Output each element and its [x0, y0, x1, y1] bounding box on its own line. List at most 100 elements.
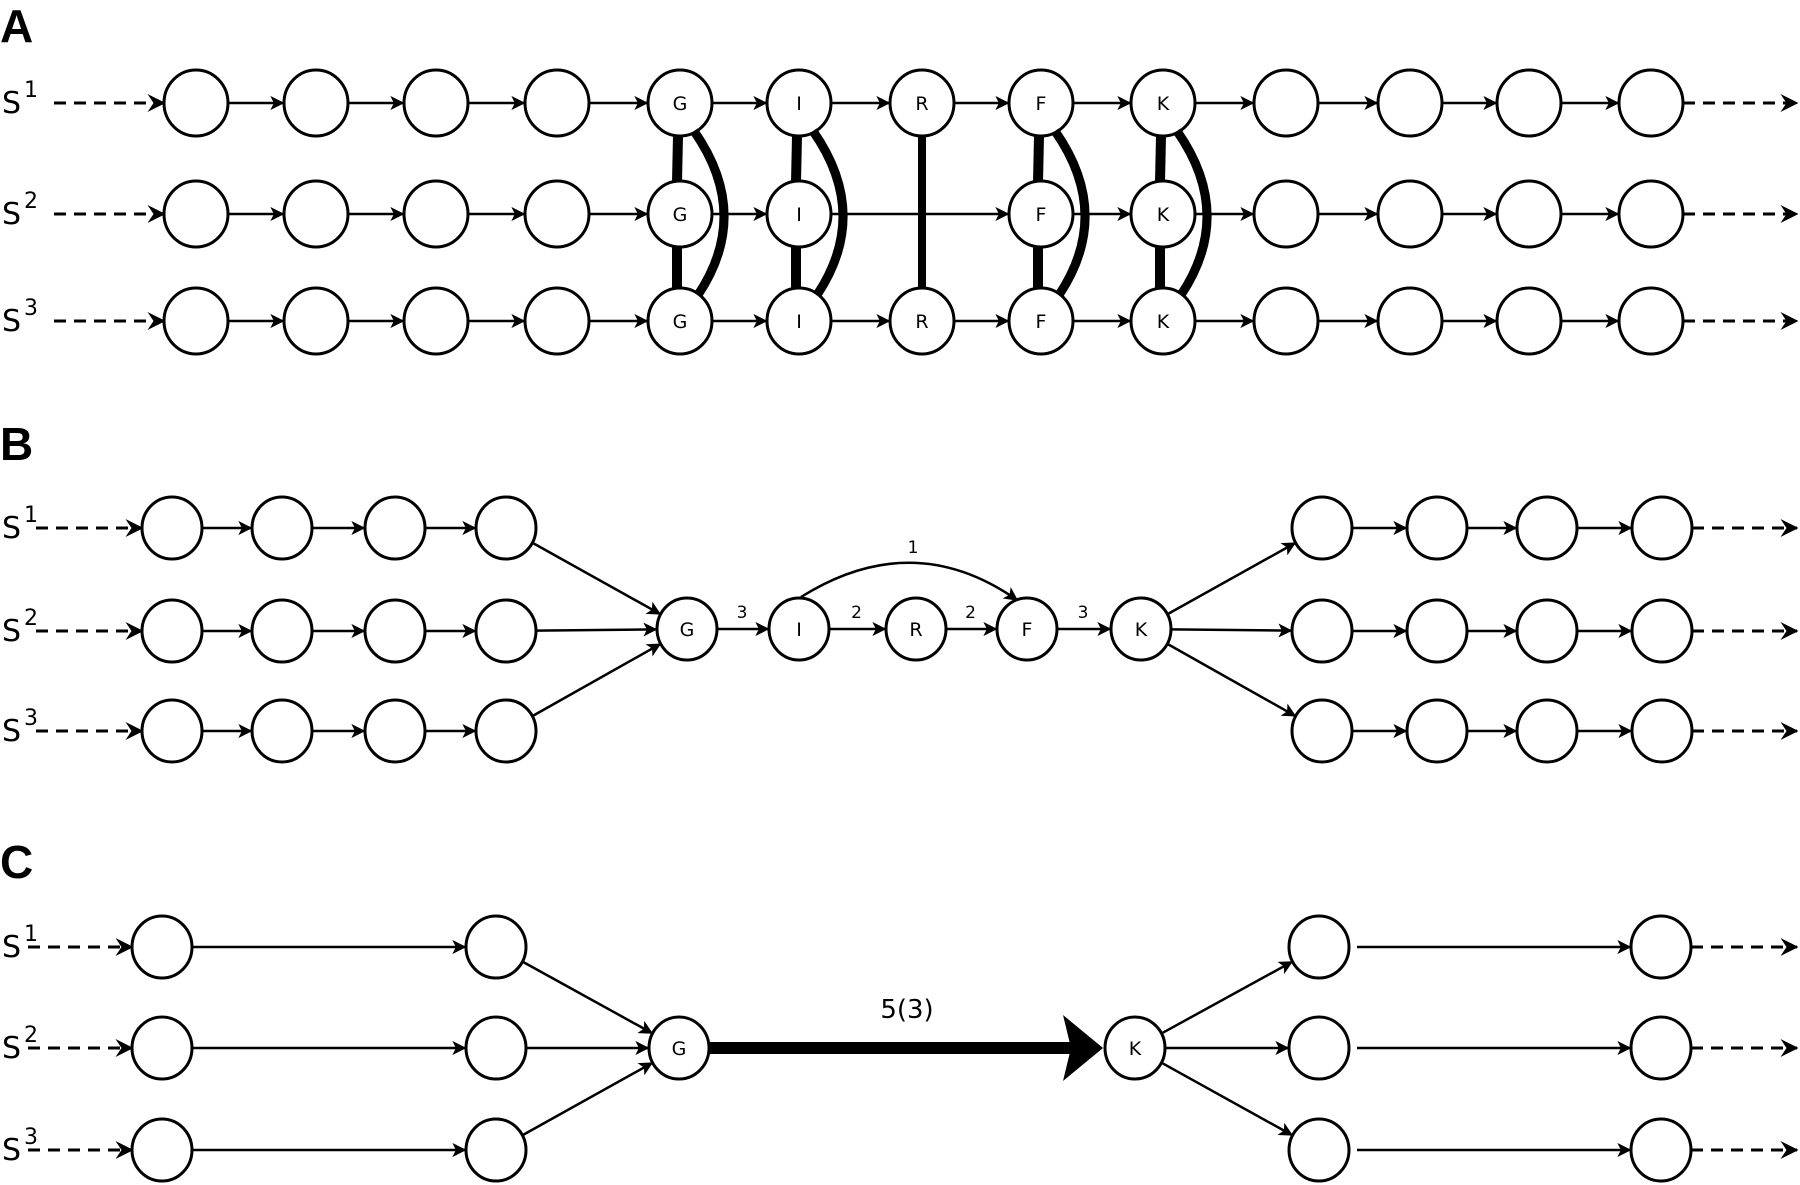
node	[250, 698, 314, 764]
node-label: I	[796, 311, 802, 333]
node-label: F	[1022, 619, 1033, 641]
node-label: I	[796, 619, 802, 641]
node	[282, 68, 350, 138]
node	[1376, 286, 1444, 356]
node-k: K	[1109, 596, 1173, 662]
node	[474, 495, 538, 561]
node	[250, 495, 314, 561]
node	[1405, 598, 1469, 664]
node	[162, 68, 230, 138]
node	[1630, 495, 1694, 561]
node-circle	[1617, 286, 1685, 356]
edge-weight-label: 3	[1078, 603, 1089, 623]
node	[162, 179, 230, 249]
alignment-arc-k-1-3	[1173, 128, 1212, 298]
sequence-name: S	[2, 930, 21, 965]
edge-arrow	[521, 960, 654, 1035]
node-circle	[1376, 179, 1444, 249]
node-circle	[1252, 68, 1320, 138]
node-f: F	[1007, 286, 1075, 356]
node-circle	[767, 596, 831, 662]
sequence-name: S	[2, 714, 21, 749]
node-circle	[282, 68, 350, 138]
node-circle	[363, 698, 427, 764]
node-label: I	[796, 93, 802, 115]
node-circle	[140, 698, 204, 764]
node-circle	[1617, 179, 1685, 249]
node	[1287, 914, 1351, 980]
sequence-name: S	[2, 197, 21, 232]
node-circle	[474, 598, 538, 664]
node	[523, 286, 591, 356]
node-circle	[130, 914, 194, 980]
node	[402, 286, 470, 356]
node-circle	[130, 1117, 194, 1183]
node	[1290, 698, 1354, 764]
node-circle	[1629, 1015, 1693, 1081]
alignment-arc-g-1-3	[690, 128, 729, 298]
node	[464, 1015, 528, 1081]
sequence-index: 2	[24, 189, 38, 214]
sequence-name: S	[2, 86, 21, 121]
node	[140, 698, 204, 764]
node-circle	[1630, 698, 1694, 764]
edge-arrow	[1166, 542, 1297, 616]
node-circle	[1405, 495, 1469, 561]
collapsed-edge-arrowhead	[1063, 1015, 1103, 1081]
node-label: K	[1157, 204, 1170, 226]
node	[1290, 495, 1354, 561]
node-circle	[162, 286, 230, 356]
node	[130, 1015, 194, 1081]
sequence-index: 2	[24, 606, 38, 631]
node-r: R	[884, 596, 948, 662]
node-circle	[1405, 698, 1469, 764]
node-label: R	[915, 311, 928, 333]
node-circle	[464, 1015, 528, 1081]
node	[1376, 179, 1444, 249]
node-g: G	[646, 286, 714, 356]
node-circle	[1515, 698, 1579, 764]
sequence-index: 1	[24, 922, 38, 947]
edge-arrow	[521, 1062, 654, 1137]
edge-weight-label: 2	[965, 603, 976, 623]
node	[1290, 598, 1354, 664]
alignment-bar-k-1-2	[1155, 135, 1166, 183]
node-circle	[1252, 179, 1320, 249]
node	[363, 598, 427, 664]
node	[402, 68, 470, 138]
node-circle	[1007, 68, 1075, 138]
edge-weight-label: 3	[737, 603, 748, 623]
sequence-index: 1	[24, 78, 38, 103]
node	[1287, 1117, 1351, 1183]
skip-edge-arc	[800, 561, 1019, 602]
node-circle	[1287, 1117, 1351, 1183]
node	[1515, 698, 1579, 764]
node-circle	[1290, 598, 1354, 664]
node-i: I	[765, 286, 833, 356]
sequence-index: 3	[24, 706, 38, 731]
node-circle	[402, 179, 470, 249]
node	[363, 495, 427, 561]
node-f: F	[1007, 179, 1075, 249]
node	[1630, 598, 1694, 664]
node-i: I	[765, 179, 833, 249]
node-circle	[130, 1015, 194, 1081]
sequence-index: 3	[24, 296, 38, 321]
node-label: R	[915, 93, 928, 115]
node-circle	[464, 914, 528, 980]
node-circle	[363, 495, 427, 561]
node-label: F	[1036, 93, 1047, 115]
node	[1617, 179, 1685, 249]
node-f: F	[1007, 68, 1075, 138]
